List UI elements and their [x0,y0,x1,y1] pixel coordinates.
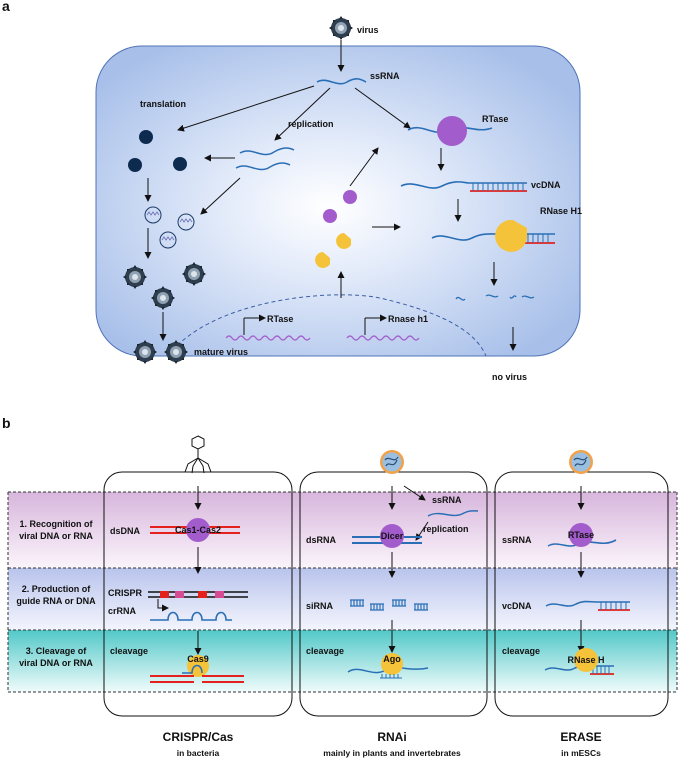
row-cleavage [8,630,677,692]
vcdna-label: vcDNA [531,180,561,190]
row-3-line2: viral DNA or RNA [19,658,93,668]
ssrna-label: ssRNA [370,71,400,81]
translation-arrow [177,85,315,132]
rnai-ssrna-label: ssRNA [432,495,462,505]
row-1-line1: 1. Recognition of [20,519,94,529]
rtase-label: RTase [482,114,508,124]
rnai-title: RNAi [377,730,406,744]
viral-rna [545,600,597,607]
crispr-cleavage-label: cleavage [110,646,148,656]
ago-enzyme [381,653,403,675]
rnaseh-enzyme [574,648,598,672]
dicer-label: Dicer [381,531,404,541]
protein-dot [128,158,142,172]
spacer [160,591,169,598]
arrow [349,147,379,187]
base-pairs [592,666,610,674]
rnaseh1-gene [346,335,420,341]
rnai-subtitle: mainly in plants and invertebrates [323,748,461,758]
protein-dot [173,157,187,171]
erase-subtitle: in mESCs [561,748,601,758]
translation-label: translation [140,99,186,109]
base-pairs [600,602,627,610]
rtase-protein [343,190,357,204]
rna-virus-icon [379,449,405,475]
virus-icon [329,16,353,40]
dsdna-label: dsDNA [110,526,141,536]
rtase-gene [225,335,311,341]
ssrna-strand [427,510,479,517]
row-1-line2: viral DNA or RNA [19,531,93,541]
row-production [8,568,677,630]
crrna-hairpins [150,611,232,621]
rnaseh-label: RNase H [567,655,604,665]
arrow [200,177,241,215]
rtase-enzyme [437,116,467,146]
replication-label: replication [288,119,334,129]
no-virus-label: no virus [492,372,527,382]
bound-sirna [380,674,402,679]
replicated-rna [239,147,295,156]
gene-rtase-label: RTase [267,314,293,324]
guide-rna [182,664,203,674]
arrow [403,485,426,501]
erase-ssrna-label: ssRNA [502,535,532,545]
panel-b-label: b [2,415,11,431]
erase-title: ERASE [560,730,601,744]
rtase-enzyme [569,523,593,547]
crispr-array-label: CRISPR [108,588,143,598]
dsrna-label: dsRNA [306,535,337,545]
base-pairs [472,183,524,191]
ssrna-strand [316,78,367,85]
rnaseh1-label: RNase H1 [540,206,582,216]
dicer-enzyme [380,524,404,548]
erase-vcdna-label: vcDNA [502,601,532,611]
crispr-subtitle: in bacteria [177,748,220,758]
cas9-label: Cas9 [187,654,209,664]
virus-label: virus [357,25,379,35]
rnai-cleavage-label: cleavage [306,646,344,656]
row-2-line2: guide RNA or DNA [16,596,96,606]
rtase-protein [323,209,337,223]
rnaseh1-enzyme [495,219,527,252]
rnaseh1-protein [315,252,330,268]
rnai-replication-label: replication [423,524,469,534]
row-2-line1: 2. Production of [22,584,92,594]
crispr-box [103,471,293,717]
protein-dot [139,130,153,144]
mature-virus-label: mature virus [194,347,248,357]
erase-rtase-label: RTase [568,530,594,540]
rna-virus-icon [568,449,594,475]
spacer [175,591,184,598]
row-3-line1: 3. Cleavage of [26,646,88,656]
row-recognition [8,492,677,568]
rnaseh1-protein [336,233,351,249]
vcdna-rna-strand [400,181,471,189]
capsid-group [144,206,195,249]
to-rtase-arrow [354,87,411,129]
replicated-rna [235,162,291,171]
crrna-label: crRNA [108,606,137,616]
ago-label: Ago [383,654,401,664]
crispr-title: CRISPR/Cas [163,730,234,744]
bacteriophage-icon [184,435,212,474]
nucleus-boundary [167,294,487,357]
cas1-cas2-enzyme [186,518,210,542]
degraded-rna-fragments [455,294,535,301]
spacer [198,591,207,598]
replication-arrow [274,87,331,141]
sirna-fragments [350,599,428,611]
host-cell [95,45,581,357]
rna-strand [431,233,497,241]
erase-cleavage-label: cleavage [502,646,540,656]
transcription-arrow [157,599,169,612]
gene-rnaseh1-label: Rnase h1 [388,314,428,324]
sirna-label: siRNA [306,601,334,611]
panel-a-label: a [2,0,10,14]
spacer [215,591,224,598]
cas1-cas2-label: Cas1-Cas2 [175,525,221,535]
